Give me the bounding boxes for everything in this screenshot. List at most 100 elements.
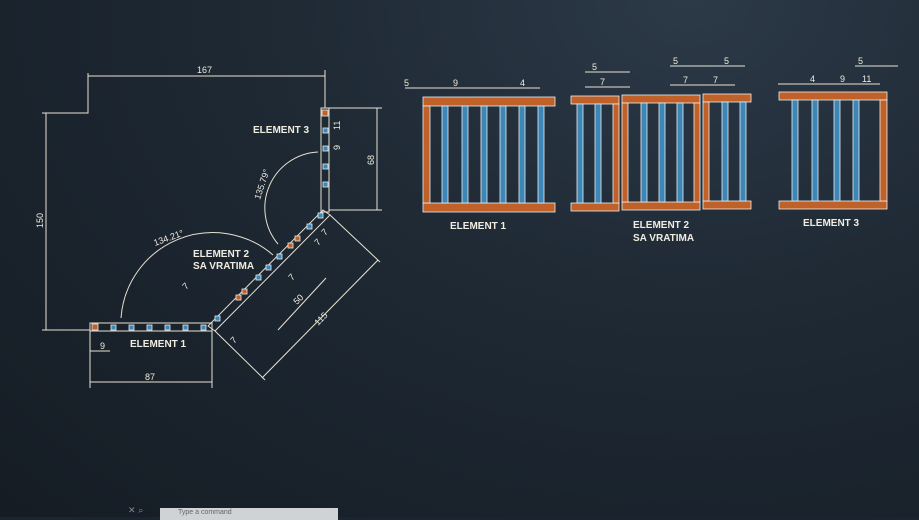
ext-line [329,214,381,263]
baluster-plan [164,324,171,331]
baluster-plan [276,253,283,260]
baluster-plan [146,324,153,331]
elevation-element2: ELEMENT 2 SA VRATIMA 5 7 5 7 5 7 [570,56,752,244]
post [612,103,620,204]
bottom-rail [570,202,620,212]
post-plan [294,235,301,242]
post [422,105,431,204]
elevation-label: ELEMENT 1 [450,221,507,232]
dim-9-e3: 9 [332,145,342,150]
element2-plan-label: ELEMENT 2 [193,249,250,260]
baluster [537,105,545,204]
bottom-rail [778,200,888,210]
baluster [499,105,507,204]
post [702,101,710,202]
baluster-plan [322,127,329,134]
door-top-rail [621,94,701,104]
door-bottom-rail [621,201,701,211]
post [321,109,329,117]
element1-plan-label: ELEMENT 1 [130,339,187,350]
dim: 7 [713,75,718,85]
baluster [576,103,584,204]
command-line-input[interactable]: Type a command [160,508,338,520]
dim-line-115 [261,259,379,379]
dim-167: 167 [197,65,212,75]
post-plan [287,242,294,249]
dim: 5 [404,78,409,88]
dim-7a: 7 [228,335,239,346]
dim: 11 [862,74,871,84]
baluster [676,102,684,203]
baluster [461,105,469,204]
angle-134: 134.21° [152,228,185,248]
dim: 4 [810,74,815,84]
top-rail [778,91,888,101]
baluster-plan [322,163,329,170]
door-post [621,102,629,203]
baluster-plan [317,212,324,219]
post-plan [241,288,248,295]
baluster [811,99,819,202]
dim: 5 [858,56,863,66]
dim: 4 [520,78,525,88]
element2-plan-label-2: SA VRATIMA [193,261,254,272]
ext-line [214,330,266,381]
baluster [852,99,860,202]
dim: 9 [453,78,458,88]
dim: 5 [673,56,678,66]
dim-9: 9 [100,341,105,351]
elevation-element1: ELEMENT 1 5 9 4 [404,78,556,232]
baluster-plan [200,324,207,331]
dim: 5 [592,62,597,72]
baluster-plan [128,324,135,331]
top-rail [702,93,752,103]
dim-11: 11 [332,121,342,130]
baluster [658,102,666,203]
angle-arc-135 [264,151,319,245]
dim-87: 87 [145,372,155,382]
post [91,323,99,331]
elevation-element3: ELEMENT 3 4 9 11 5 [778,56,898,229]
post-plan [235,294,242,301]
baluster [739,101,747,202]
bottom-rail [422,202,556,213]
room-outline [42,73,90,331]
plan-view: 167 150 ELEMENT 1 87 9 ELEMENT 2 SA VRAT… [35,65,382,388]
dim-7b: 7 [180,281,191,292]
dim-7c: 7 [286,272,297,283]
dim-7d: 7 [312,237,323,248]
baluster-plan [110,324,117,331]
dim: 7 [600,77,605,87]
baluster-plan [306,223,313,230]
angle-arc-134 [120,232,274,319]
baluster-plan [265,264,272,271]
baluster-plan [322,145,329,152]
baluster-plan [255,274,262,281]
elevation-label: ELEMENT 3 [803,218,860,229]
baluster [518,105,526,204]
dim-50: 50 [291,292,305,306]
top-rail [422,96,556,107]
baluster-plan [322,181,329,188]
dim-7e: 7 [319,227,330,238]
element3-plan-label: ELEMENT 3 [253,125,310,136]
baluster [441,105,449,204]
baluster-plan [182,324,189,331]
dim: 5 [724,56,729,66]
element1-plan [89,322,213,332]
dim-68: 68 [366,155,376,165]
dim: 9 [840,74,845,84]
baluster [791,99,799,202]
post [879,99,888,202]
baluster [833,99,841,202]
dim: 7 [683,75,688,85]
top-rail [570,95,620,105]
elevation-label: ELEMENT 2 [633,220,690,231]
baluster [594,103,602,204]
command-line-icons[interactable]: ✕ ⌕ [128,506,144,516]
baluster [480,105,488,204]
elevation-label-2: SA VRATIMA [633,233,694,244]
element3-plan [320,107,330,213]
